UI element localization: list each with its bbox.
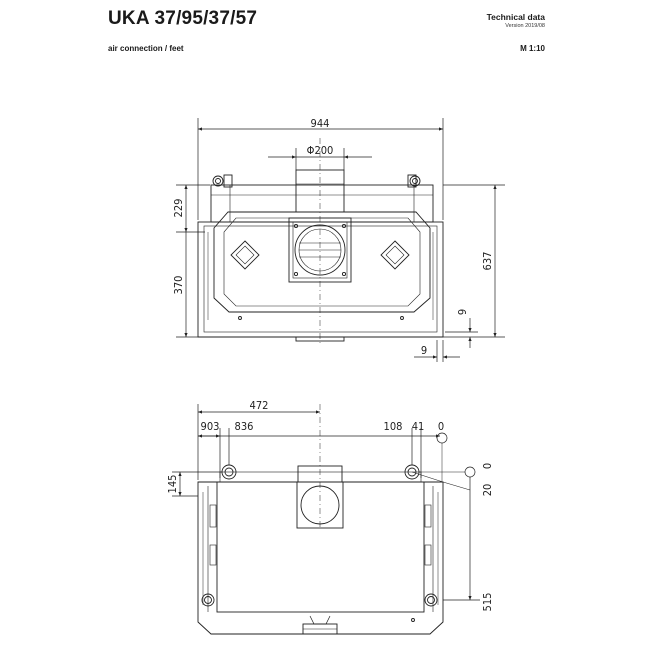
top-dimensions <box>172 404 480 601</box>
dim-836: 836 <box>235 420 254 433</box>
foot-front-left <box>201 593 215 607</box>
top-outer-outline <box>197 481 444 635</box>
dim-0-right: 0 <box>481 463 494 469</box>
front-body-outline <box>197 221 444 338</box>
version-label: Version 2019/08 <box>505 23 545 29</box>
front-view <box>197 169 444 342</box>
dim-145: 145 <box>166 475 179 494</box>
dim-pipe-diameter: Φ200 <box>307 144 334 157</box>
dim-upper-229: 229 <box>172 199 185 218</box>
front-top-frame <box>210 184 434 223</box>
dim-515: 515 <box>481 593 494 612</box>
dim-472: 472 <box>250 399 269 412</box>
dim-foot-height-9: 9 <box>456 309 469 315</box>
dim-41: 41 <box>412 420 425 433</box>
front-bracket-right <box>409 175 421 187</box>
front-diamond-left <box>230 240 260 270</box>
front-dimensions <box>176 118 505 362</box>
dim-108: 108 <box>384 420 403 433</box>
front-bracket-left <box>212 175 224 187</box>
dim-903: 903 <box>201 420 220 433</box>
dim-lower-370: 370 <box>172 276 185 295</box>
drawing-subtitle: air connection / feet <box>108 44 184 53</box>
drawing-title: UKA 37/95/37/57 <box>108 8 258 29</box>
dim-total-637: 637 <box>481 252 494 271</box>
dim-0-top: 0 <box>438 420 444 433</box>
top-view <box>197 464 444 635</box>
top-inner-body <box>216 481 425 613</box>
technical-data-label: Technical data <box>486 12 545 22</box>
front-firebox <box>213 211 431 313</box>
dim-foot-width-9: 9 <box>421 344 427 357</box>
dim-20: 20 <box>481 484 494 497</box>
front-diamond-right <box>380 240 410 270</box>
foot-front-right <box>424 593 438 607</box>
scale-label: M 1:10 <box>520 44 545 53</box>
dim-width-944: 944 <box>311 117 330 130</box>
